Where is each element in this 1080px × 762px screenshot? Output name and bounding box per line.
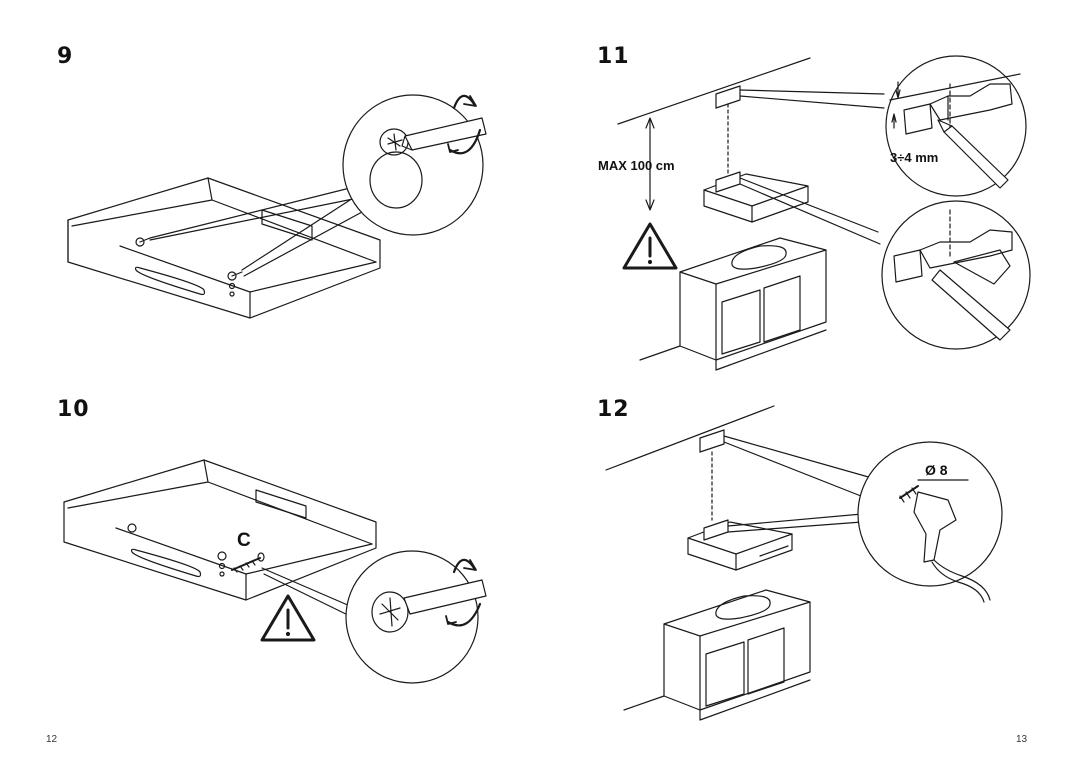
step-10-magnifier [345, 550, 487, 684]
step-9-magnifier [342, 94, 487, 236]
page-number-right: 13 [1016, 734, 1028, 745]
step-11-warning-triangle-icon [622, 222, 678, 270]
drill-diameter-label: Ø 8 [925, 462, 948, 478]
step-10-hood [63, 459, 377, 619]
step-11-scene [617, 57, 885, 371]
step-11-magnifier-top [885, 55, 1027, 197]
step-number-10: 10 [57, 397, 90, 422]
step-11-magnifier-bottom [881, 200, 1031, 350]
step-9-hood [67, 177, 381, 319]
gap-measure-label: 3÷4 mm [890, 150, 939, 165]
step-number-9: 9 [57, 44, 74, 69]
part-label-c: C [237, 530, 251, 551]
step-12-scene [605, 405, 873, 721]
step-12-drill-magnifier [857, 441, 1003, 603]
max-height-label: MAX 100 cm [598, 158, 675, 173]
step-10-warning-triangle-icon [260, 594, 316, 642]
step-number-12: 12 [597, 397, 630, 422]
page-number-left: 12 [46, 734, 58, 745]
step-number-11: 11 [597, 44, 630, 69]
